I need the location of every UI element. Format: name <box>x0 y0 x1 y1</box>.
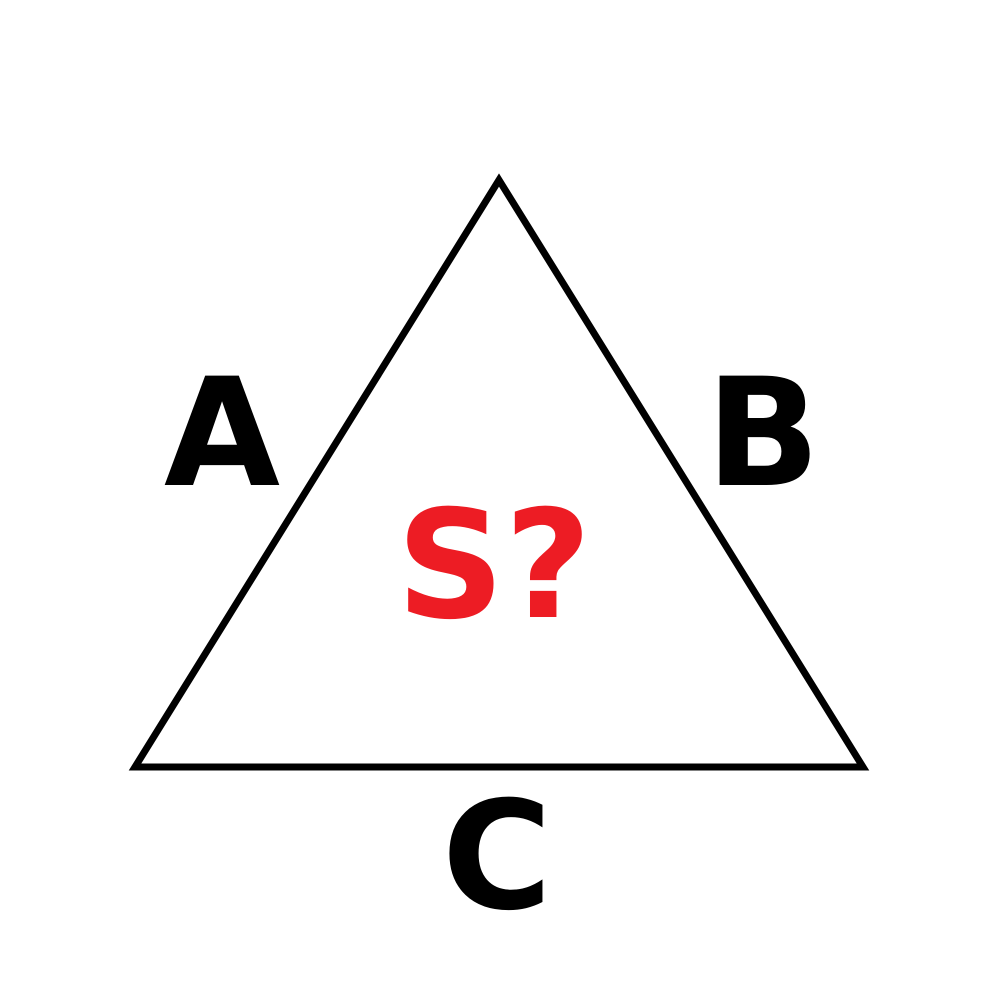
triangle-outline <box>128 173 870 771</box>
side-label-b: B <box>706 347 820 521</box>
area-label: S? <box>396 479 591 653</box>
side-label-c: C <box>442 770 552 944</box>
side-label-a: A <box>164 347 280 521</box>
